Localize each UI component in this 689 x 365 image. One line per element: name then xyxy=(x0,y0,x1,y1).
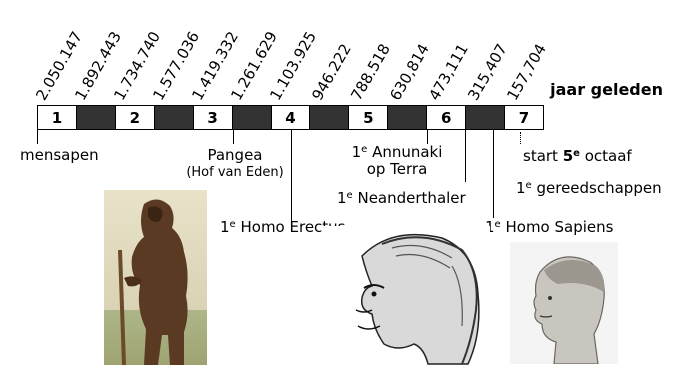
label-pangea-sub: (Hof van Eden) xyxy=(178,164,292,181)
label-mensapen: mensapen xyxy=(20,147,99,164)
label-start-octaaf: start 5e octaaf xyxy=(523,148,632,165)
leader-line xyxy=(465,130,466,182)
leader-line xyxy=(233,130,234,144)
label-pangea: Pangea (Hof van Eden) xyxy=(178,147,292,181)
gap-segment xyxy=(465,106,504,129)
label-pangea-title: Pangea xyxy=(178,147,292,164)
ape-illustration xyxy=(104,190,207,365)
octave-segment: 3 xyxy=(193,106,232,129)
gap-segment xyxy=(76,106,115,129)
leader-line xyxy=(493,130,494,218)
octave-segment: 6 xyxy=(426,106,465,129)
gap-segment xyxy=(154,106,193,129)
label-homo-sapiens: 1e Homo Sapiens xyxy=(485,219,613,236)
leader-line xyxy=(427,130,428,144)
homo-sapiens-illustration xyxy=(510,242,618,364)
gap-segment xyxy=(387,106,426,129)
gap-segment xyxy=(232,106,271,129)
octave-segment: 2 xyxy=(115,106,154,129)
leader-line xyxy=(37,130,38,144)
label-annunaki: 1e Annunaki op Terra xyxy=(336,144,458,178)
neanderthal-illustration xyxy=(322,226,490,365)
gap-segment xyxy=(309,106,348,129)
label-op-terra: op Terra xyxy=(336,161,458,178)
year-label: 157,704 xyxy=(505,42,549,103)
octave-segment: 5 xyxy=(348,106,387,129)
label-neanderthaler: 1e Neanderthaler xyxy=(337,190,466,207)
leader-line-dotted xyxy=(520,132,521,144)
octave-segment: 7 xyxy=(504,106,543,129)
label-gereedschappen: 1e gereedschappen xyxy=(516,180,662,197)
units-label: jaar geleden xyxy=(550,80,663,99)
timeline-bar: 1 2 3 4 5 6 7 xyxy=(37,105,544,130)
octave-segment: 4 xyxy=(271,106,310,129)
octave-segment: 1 xyxy=(38,106,76,129)
